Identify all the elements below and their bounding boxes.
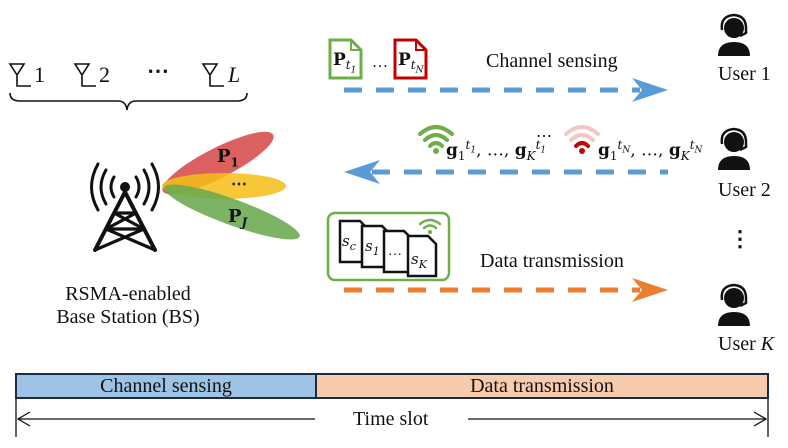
stream-ellipsis: … bbox=[388, 244, 402, 259]
antenna-icon bbox=[201, 63, 224, 87]
beam-label-p1: P1 bbox=[217, 146, 239, 170]
user-label-2: User 2 bbox=[718, 179, 771, 201]
user-label-1: User 1 bbox=[718, 63, 771, 85]
base-station-label-line1: RSMA-enabled bbox=[65, 283, 191, 305]
stream-label-common: sc bbox=[342, 232, 356, 253]
users-vertical-ellipsis: ⋮ bbox=[729, 226, 751, 251]
user-label-k: User K bbox=[718, 333, 775, 355]
user-headset-icon bbox=[718, 127, 750, 170]
feedback-ellipsis: ⋯ bbox=[536, 128, 552, 145]
feedback-label-group2: g1tN, …, gKtN bbox=[598, 138, 703, 164]
beam-group bbox=[162, 131, 300, 240]
timeline-data-transmission: Data transmission bbox=[315, 373, 769, 399]
feedback-arrow bbox=[344, 160, 668, 184]
data-transmission-arrow bbox=[344, 278, 668, 302]
wifi-icon-red bbox=[564, 125, 600, 154]
antenna-label: 1 bbox=[34, 62, 45, 87]
antenna-label: L bbox=[228, 62, 241, 87]
base-station-label: RSMA-enabled Base Station (BS) bbox=[56, 283, 200, 329]
beam-pj bbox=[164, 184, 300, 240]
pilot-document-icon-last bbox=[393, 38, 428, 80]
antenna-label: 2 bbox=[99, 62, 110, 87]
antenna-icon bbox=[8, 63, 31, 87]
time-slot-span-arrow bbox=[15, 399, 769, 437]
pilot-ellipsis: … bbox=[372, 54, 388, 71]
antenna-group-brace bbox=[9, 92, 248, 111]
antenna-ellipsis: ⋯ bbox=[147, 58, 169, 83]
antenna-icon bbox=[73, 63, 96, 87]
feedback-label-group1: g1t1, …, gKt1 bbox=[446, 138, 547, 164]
base-station-label-line2: Base Station (BS) bbox=[56, 306, 200, 328]
time-slot-label: Time slot bbox=[353, 408, 429, 430]
timeline-channel-sensing: Channel sensing bbox=[15, 373, 317, 399]
wifi-icon-small-green bbox=[418, 218, 442, 234]
channel-sensing-arrow bbox=[344, 78, 668, 102]
beam-label-ellipsis: ⋯ bbox=[231, 176, 247, 193]
beam-label-pj: PJ bbox=[228, 206, 248, 230]
base-station-tower-icon bbox=[90, 162, 160, 252]
user-headset-icon bbox=[718, 283, 750, 326]
stream-label-k: sK bbox=[411, 250, 427, 271]
pilot-document-icon-first bbox=[328, 38, 363, 80]
stream-document-icons bbox=[338, 219, 438, 278]
user-headset-icon bbox=[718, 13, 750, 56]
pilot-label-last: PtN bbox=[398, 50, 424, 76]
channel-sensing-label: Channel sensing bbox=[486, 50, 618, 72]
data-transmission-label: Data transmission bbox=[480, 250, 624, 272]
wifi-icon-green bbox=[418, 125, 454, 154]
pilot-label-first: Pt1 bbox=[333, 50, 357, 76]
stream-label-1: s1 bbox=[365, 237, 380, 258]
